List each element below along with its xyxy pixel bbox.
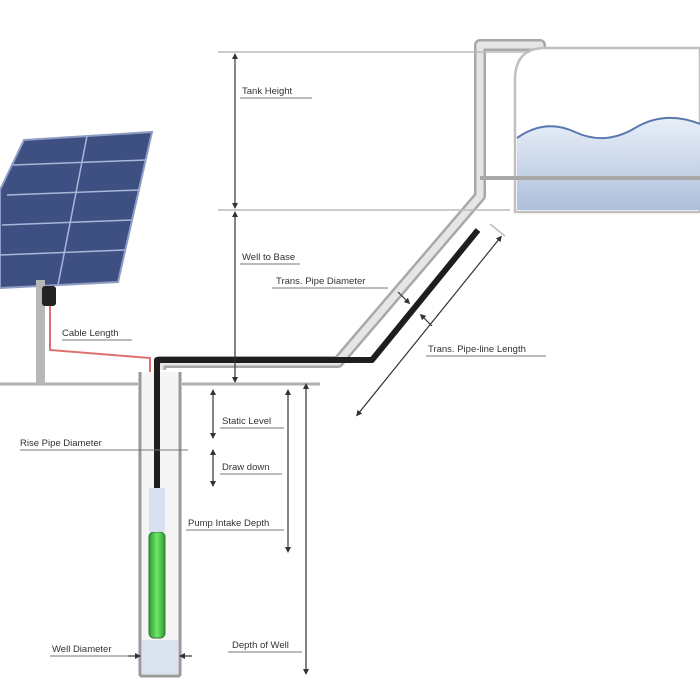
well-to-base-label: Well to Base [242, 252, 295, 263]
draw-down-label: Draw down [222, 462, 270, 473]
rise-pipe-diameter-label: Rise Pipe Diameter [20, 438, 102, 449]
pump-coupling [149, 488, 165, 532]
trans-pipe-diameter-arrow-2 [419, 313, 433, 327]
well-diameter-label: Well Diameter [52, 644, 111, 655]
trans-pipe-diameter-arrow-1 [397, 291, 411, 305]
dimension-guides [218, 51, 530, 237]
depth-of-well-label: Depth of Well [232, 640, 289, 651]
controller-box [42, 286, 56, 306]
cable-length-label: Cable Length [62, 328, 119, 339]
pump [148, 531, 166, 639]
water-tank [480, 46, 700, 214]
solar-panel [0, 130, 154, 290]
pump-intake-depth-label: Pump Intake Depth [188, 518, 269, 529]
panel-post [36, 280, 45, 384]
tank-height-label: Tank Height [242, 86, 293, 97]
trans-pipeline-length-arrow [356, 235, 502, 417]
trans-pipeline-length-label: Trans. Pipe-line Length [428, 344, 526, 355]
labels: Tank Height Well to Base Trans. Pipe Dia… [20, 86, 526, 655]
static-level-label: Static Level [222, 416, 271, 427]
trans-pipe-diameter-label: Trans. Pipe Diameter [276, 276, 365, 287]
trans-pipe-inner [156, 41, 544, 370]
leader-lines [20, 97, 546, 657]
dimension-arrows [128, 53, 502, 675]
